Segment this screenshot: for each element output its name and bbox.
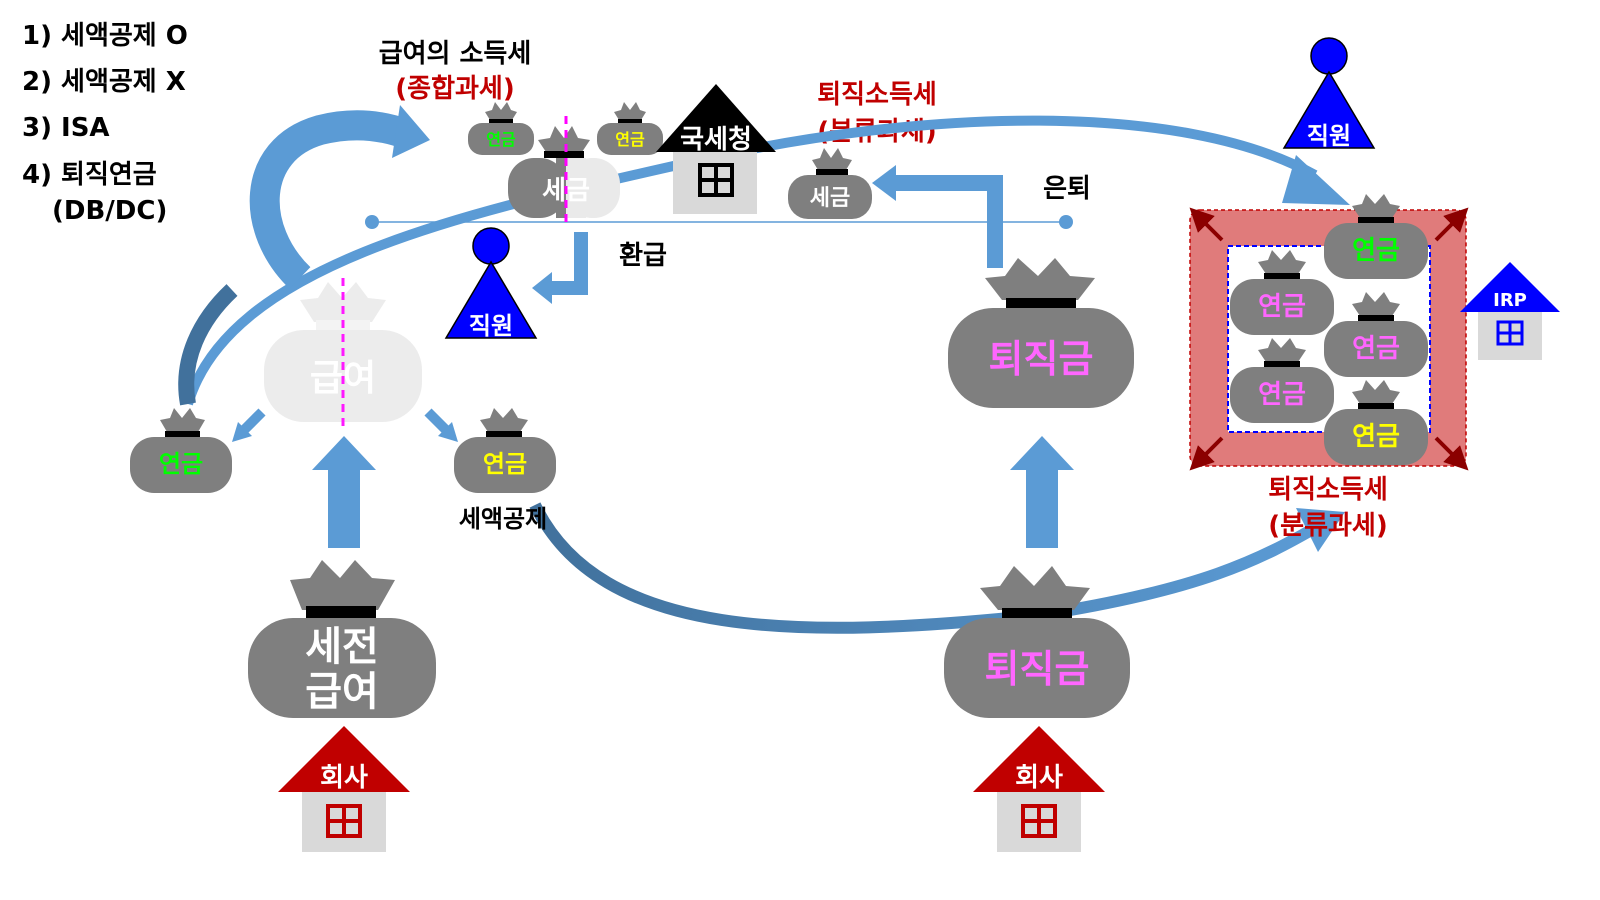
tax-bag-retirement: 세금 <box>788 148 872 219</box>
employee-label: 직원 <box>1307 122 1351 150</box>
company-building-right: 회사 <box>973 726 1105 852</box>
window-icon <box>1496 320 1524 346</box>
pension-label: 연금 <box>1352 422 1400 452</box>
company-building-left: 회사 <box>278 726 410 852</box>
pension-label: 연금 <box>1352 236 1400 266</box>
arc-tail-dark <box>178 284 238 406</box>
salary-income-tax-label: 급여의 소득세 <box>379 39 532 69</box>
pension-label: 연금 <box>483 450 527 478</box>
legend: 1) 세액공제 O 2) 세액공제 X 3) ISA 4) 퇴직연금 (DB/D… <box>22 21 188 226</box>
irp-label: IRP <box>1493 290 1527 311</box>
diag-arrow-left-head <box>232 422 252 442</box>
legend-item-2: 2) 세액공제 X <box>22 67 186 97</box>
pension-bag-yellow-credit: 연금 <box>454 408 556 493</box>
window-icon <box>1021 804 1057 838</box>
company-label: 회사 <box>1015 763 1063 793</box>
retirement-income-tax-label: 퇴직소득세 <box>817 80 937 110</box>
refund-arrow <box>545 232 588 295</box>
tax-credit-label: 세액공제 <box>459 505 547 533</box>
irp-pension-bag-5: 연금 <box>1324 380 1428 465</box>
irp-building: IRP <box>1460 262 1560 360</box>
retire-label: 은퇴 <box>1043 174 1091 204</box>
pension-bag-green-left: 연금 <box>130 408 232 493</box>
employee-figure-center: 직원 <box>444 227 538 340</box>
pretax-salary-bag: 세전 급여 <box>248 560 436 718</box>
pension-label: 연금 <box>1352 334 1400 364</box>
nts-building: 국세청 <box>656 84 776 214</box>
timeline-start-dot <box>365 215 379 229</box>
uturn-arrow <box>249 110 414 289</box>
window-icon <box>698 163 734 197</box>
legend-item-1: 1) 세액공제 O <box>22 21 188 51</box>
employee-label: 직원 <box>469 312 513 340</box>
pension-label: 연금 <box>159 450 203 478</box>
pension-label: 연금 <box>615 130 645 149</box>
pension-bag-small-yellow: 연금 <box>597 102 663 155</box>
salary-bag-faded: 급여 <box>264 278 422 426</box>
diag-arrow-right-head <box>438 422 458 442</box>
legend-item-3: 3) ISA <box>22 113 110 143</box>
retire-tax-arrow <box>890 175 1003 268</box>
refund-arrowhead <box>532 272 552 304</box>
severance-label: 퇴직금 <box>989 337 1094 381</box>
irp-pension-bag-1: 연금 <box>1324 194 1428 279</box>
uturn-arrowhead <box>392 105 430 158</box>
legend-item-4-sub: (DB/DC) <box>52 196 167 226</box>
pension-label: 연금 <box>1258 292 1306 322</box>
pretax-salary-label-2: 급여 <box>305 669 379 715</box>
nts-label: 국세청 <box>680 125 752 155</box>
timeline-end-dot <box>1059 215 1073 229</box>
pension-label: 연금 <box>486 130 516 149</box>
employee-figure-right: 직원 <box>1282 37 1376 150</box>
retirement-income-tax-label-2: 퇴직소득세 <box>1268 475 1388 505</box>
pretax-salary-label-1: 세전 <box>305 624 379 670</box>
severance-label: 퇴직금 <box>985 647 1090 691</box>
legend-item-4: 4) 퇴직연금 <box>22 160 157 190</box>
diag-arrow-right <box>424 408 452 436</box>
low-arc-arrowhead <box>1296 508 1345 552</box>
retire-tax-arrowhead <box>872 165 896 201</box>
severance-up-arrow <box>1010 436 1074 548</box>
window-icon <box>326 804 362 838</box>
company-label: 회사 <box>320 763 368 793</box>
salary-up-arrow <box>312 436 376 548</box>
comprehensive-tax-label: (종합과세) <box>395 74 514 104</box>
severance-bag-bottom: 퇴직금 <box>944 566 1130 718</box>
long-arc-arrowhead <box>1282 155 1350 205</box>
pension-bag-small-green: 연금 <box>468 102 534 155</box>
tax-bag-split: 세금 <box>508 116 620 222</box>
irp-pension-bag-2: 연금 <box>1230 250 1334 335</box>
refund-label: 환급 <box>619 241 667 271</box>
low-arc-arrow <box>529 502 1324 634</box>
severance-bag-top: 퇴직금 <box>948 258 1134 408</box>
diag-arrow-left <box>238 408 266 436</box>
irp-pension-bag-3: 연금 <box>1324 292 1428 377</box>
separate-tax-label-2: (분류과세) <box>1268 511 1387 541</box>
tax-label: 세금 <box>810 186 850 211</box>
pension-label: 연금 <box>1258 380 1306 410</box>
irp-pension-bag-4: 연금 <box>1230 338 1334 423</box>
